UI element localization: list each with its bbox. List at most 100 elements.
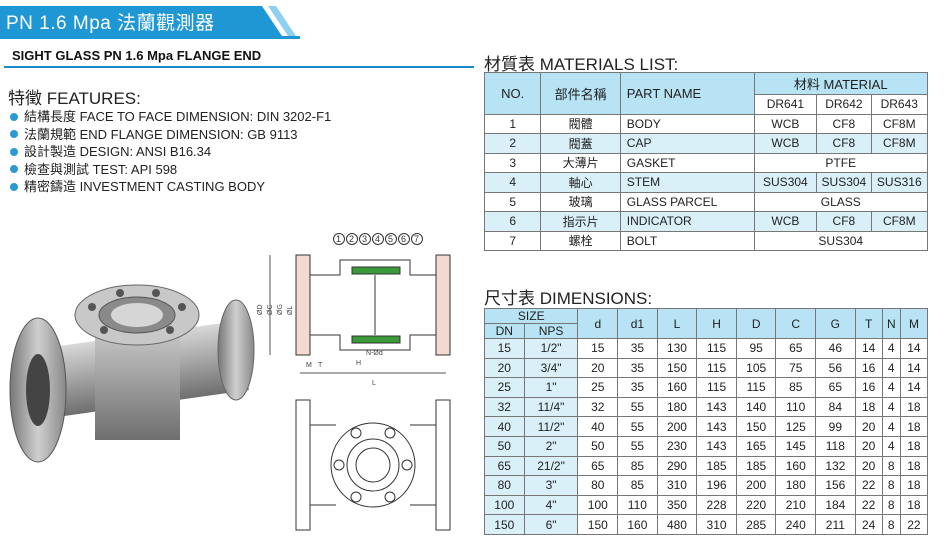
svg-text:T: T [318,362,323,369]
table-cell: 110 [617,494,658,516]
col-dn: DN [484,323,525,339]
table-cell: 80 [484,475,525,496]
table-cell: 105 [735,357,777,379]
product-photo [9,284,255,463]
table-cell: 184 [815,494,856,516]
col-nps: NPS [523,323,579,339]
table-cell: 2" [523,435,579,457]
table-cell: 55 [617,416,658,437]
table-cell: 75 [775,357,817,379]
bullet-icon [10,130,18,139]
col-c: C [775,308,817,339]
col-m: M [899,308,929,339]
table-cell: 21/2" [523,455,579,477]
table-cell: 99 [815,416,856,437]
table-cell: 65 [577,455,619,477]
table-cell: 200 [735,475,777,496]
col-size: SIZE [483,308,579,324]
col-part-en: PART NAME [619,72,755,115]
table-cell: 32 [484,396,525,418]
table-cell: 16 [854,357,883,379]
table-cell: 55 [617,396,658,418]
feature-item: 設計製造 DESIGN: ANSI B16.34 [10,143,331,161]
table-cell: 14 [899,377,929,398]
table-cell: 240 [775,514,817,535]
table-cell: 18 [899,416,929,437]
col-dr643: DR643 [870,94,929,115]
materials-table: NO. 部件名稱 PART NAME 材料 MATERIAL DR641 DR6… [483,72,929,251]
bullet-icon [10,182,18,191]
table-cell: 18 [899,435,929,457]
svg-text:1: 1 [336,234,341,244]
svg-text:4: 4 [375,234,380,244]
table-cell: 115 [735,377,777,398]
col-g: G [815,308,856,339]
table-cell: 100 [484,494,525,516]
table-cell: 35 [617,338,658,359]
table-cell: 310 [656,475,698,496]
table-cell: 4 [881,357,901,379]
table-cell: 228 [696,494,737,516]
table-cell: 290 [656,455,698,477]
table-cell: 20 [854,416,883,437]
table-cell: 22 [854,494,883,516]
table-cell: 160 [775,455,817,477]
table-cell: 18 [899,455,929,477]
table-cell: 18 [899,475,929,496]
table-cell: 95 [735,338,777,359]
balloon-labels: 1 2 3 4 5 6 7 [333,233,423,245]
table-cell: 15 [577,338,619,359]
table-cell: 25 [484,377,525,398]
divider [4,66,474,68]
table-cell: 3" [523,475,579,496]
table-cell: 20 [484,357,525,379]
svg-text:ØC: ØC [267,305,274,316]
svg-text:M: M [306,362,312,369]
svg-text:ØG: ØG [277,304,284,315]
table-cell: 8 [881,494,901,516]
table-cell: 1" [523,377,579,398]
svg-text:N-Ød: N-Ød [366,350,383,357]
table-cell: 310 [696,514,737,535]
table-cell: 118 [815,435,856,457]
bullet-icon [10,147,18,156]
table-cell: 1/2" [523,338,579,359]
table-cell: 14 [854,338,883,359]
svg-text:ØL: ØL [287,306,294,315]
table-cell: 143 [696,416,737,437]
page-title: PN 1.6 Mpa 法蘭觀測器 [6,13,215,34]
table-cell: 145 [775,435,817,457]
table-cell: 211 [815,514,856,535]
table-cell: 46 [815,338,856,359]
title-banner: PN 1.6 Mpa 法蘭觀測器 [0,6,300,40]
section-view [269,254,451,374]
table-cell: 143 [696,435,737,457]
svg-text:3: 3 [362,234,367,244]
page-subtitle: SIGHT GLASS PN 1.6 Mpa FLANGE END [12,48,262,63]
table-cell: 24 [854,514,883,535]
table-cell: 55 [617,435,658,457]
col-d: d [577,308,619,339]
table-cell: 8 [881,514,901,535]
table-cell: 230 [656,435,698,457]
table-cell: 25 [577,377,619,398]
col-dd: D [735,308,777,339]
table-cell: 156 [815,475,856,496]
table-cell: 85 [617,475,658,496]
table-cell: 4 [881,435,901,457]
table-cell: 130 [656,338,698,359]
table-cell: 196 [696,475,737,496]
